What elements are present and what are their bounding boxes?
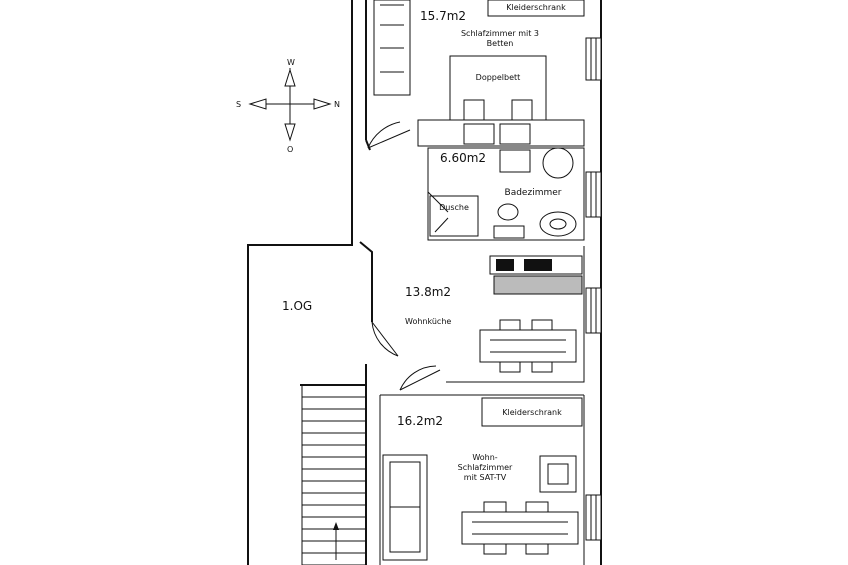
windows [585,37,602,541]
kitchen-counter [489,255,583,275]
bedroom: Kleiderschrank 15.7m2 Schlafzimmer mit 3… [367,0,585,149]
arrow-east-icon [313,98,332,110]
kitchen-table [479,329,577,363]
shower-label: Dusche [439,203,469,212]
kitchen-name: Wohnküche [405,317,451,326]
compass-rose: W O S N [236,58,340,154]
bathroom: 6.60m2 Badezimmer Dusche [427,147,585,241]
staircase [301,384,367,565]
sink-icon [539,211,577,237]
compass-north-label: W [287,58,295,67]
compass-south-label: O [287,145,293,154]
compass-east-label: N [334,100,340,109]
bedroom-area: 15.7m2 [420,9,466,23]
bathroom-name: Badezimmer [505,188,562,198]
living-area: 16.2m2 [397,414,443,428]
bedroom-wardrobe-label: Kleiderschrank [506,3,566,12]
bedroom-name-line2: Betten [487,39,514,48]
bedroom-wardrobe [487,0,585,17]
arrow-west-icon [248,98,267,110]
living-name-line3: mit SAT-TV [464,473,507,482]
living-name-line2: Schlafzimmer [458,463,513,472]
living-table [461,511,579,545]
living-wardrobe-label: Kleiderschrank [502,408,562,417]
tv-icon [539,455,577,493]
stove-icon [496,259,514,271]
bathroom-area: 6.60m2 [440,151,486,165]
kitchen-rug [493,275,583,295]
floor-label: 1.OG [282,299,312,313]
living-wardrobe [481,397,583,427]
bedroom-name-line1: Schlafzimmer mit 3 [461,29,539,38]
sink-counter-icon [524,259,552,271]
arrow-south-icon [284,123,296,142]
living-name-line1: Wohn- [472,453,497,462]
stair-direction-icon [333,522,339,530]
kitchen: 13.8m2 Wohnküche [371,246,585,383]
bathtub-icon [542,147,574,179]
double-bed-label: Doppelbett [476,73,521,82]
toilet-icon [497,203,519,221]
bathroom-walls [427,147,585,241]
kitchen-area: 13.8m2 [405,285,451,299]
living-room: 16.2m2 Kleiderschrank Wohn- Schlafzimmer… [379,365,585,565]
compass-west-label: S [236,100,241,109]
arrow-north-icon [284,68,296,87]
